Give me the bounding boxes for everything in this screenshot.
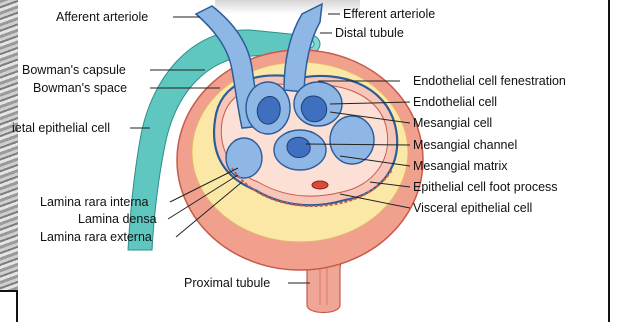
frame-right-border bbox=[608, 0, 610, 322]
parietal-epithelial-cell-label: ietal epithelial cell bbox=[12, 121, 110, 135]
frame-left-bottom-border bbox=[16, 290, 18, 322]
lamina-rara-externa-label: Lamina rara externa bbox=[40, 230, 152, 244]
afferent-arteriole-label: Afferent arteriole bbox=[56, 10, 148, 24]
lamina-densa-label: Lamina densa bbox=[78, 212, 157, 226]
mesangial-cell-label: Mesangial cell bbox=[413, 116, 492, 130]
epithelial-cell-foot-process-label: Epithelial cell foot process bbox=[413, 180, 558, 194]
distal-tubule-label: Distal tubule bbox=[335, 26, 404, 40]
proximal-tubule-label: Proximal tubule bbox=[184, 276, 270, 290]
visceral-epithelial-cell-label: Visceral epithelial cell bbox=[413, 201, 532, 215]
efferent-arteriole-label: Efferent arteriole bbox=[343, 7, 435, 21]
mesangial-matrix-label: Mesangial matrix bbox=[413, 159, 508, 173]
mesangial-channel-label: Mesangial channel bbox=[413, 138, 517, 152]
endothelial-cell-label: Endothelial cell bbox=[413, 95, 497, 109]
bowmans-space-label: Bowman's space bbox=[33, 81, 127, 95]
lamina-rara-interna-label: Lamina rara interna bbox=[40, 195, 148, 209]
bowmans-capsule-label: Bowman's capsule bbox=[22, 63, 126, 77]
endothelial-cell-fenestration-label: Endothelial cell fenestration bbox=[413, 74, 566, 88]
